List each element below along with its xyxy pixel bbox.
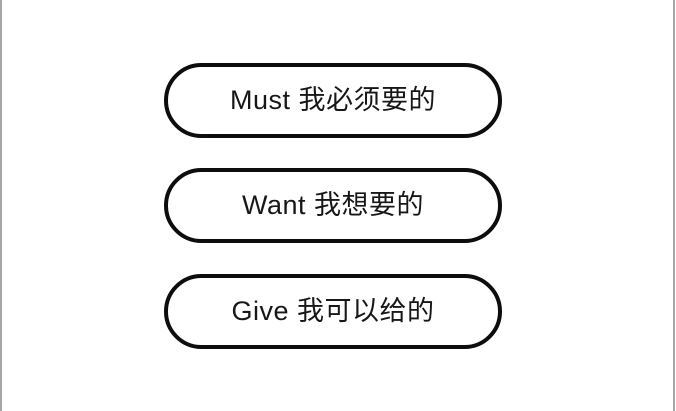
shape-want-pill[interactable]: Want 我想要的: [164, 168, 502, 243]
shape-want-label: Want 我想要的: [241, 190, 425, 220]
shape-give-pill[interactable]: Give 我可以给的: [164, 274, 502, 349]
canvas-right-edge-line: [673, 0, 675, 411]
shape-must-pill[interactable]: Must 我必须要的: [164, 63, 502, 138]
shape-must-label: Must 我必须要的: [229, 85, 436, 115]
shape-give-label: Give 我可以给的: [231, 296, 435, 326]
canvas-left-edge-line: [0, 0, 2, 411]
